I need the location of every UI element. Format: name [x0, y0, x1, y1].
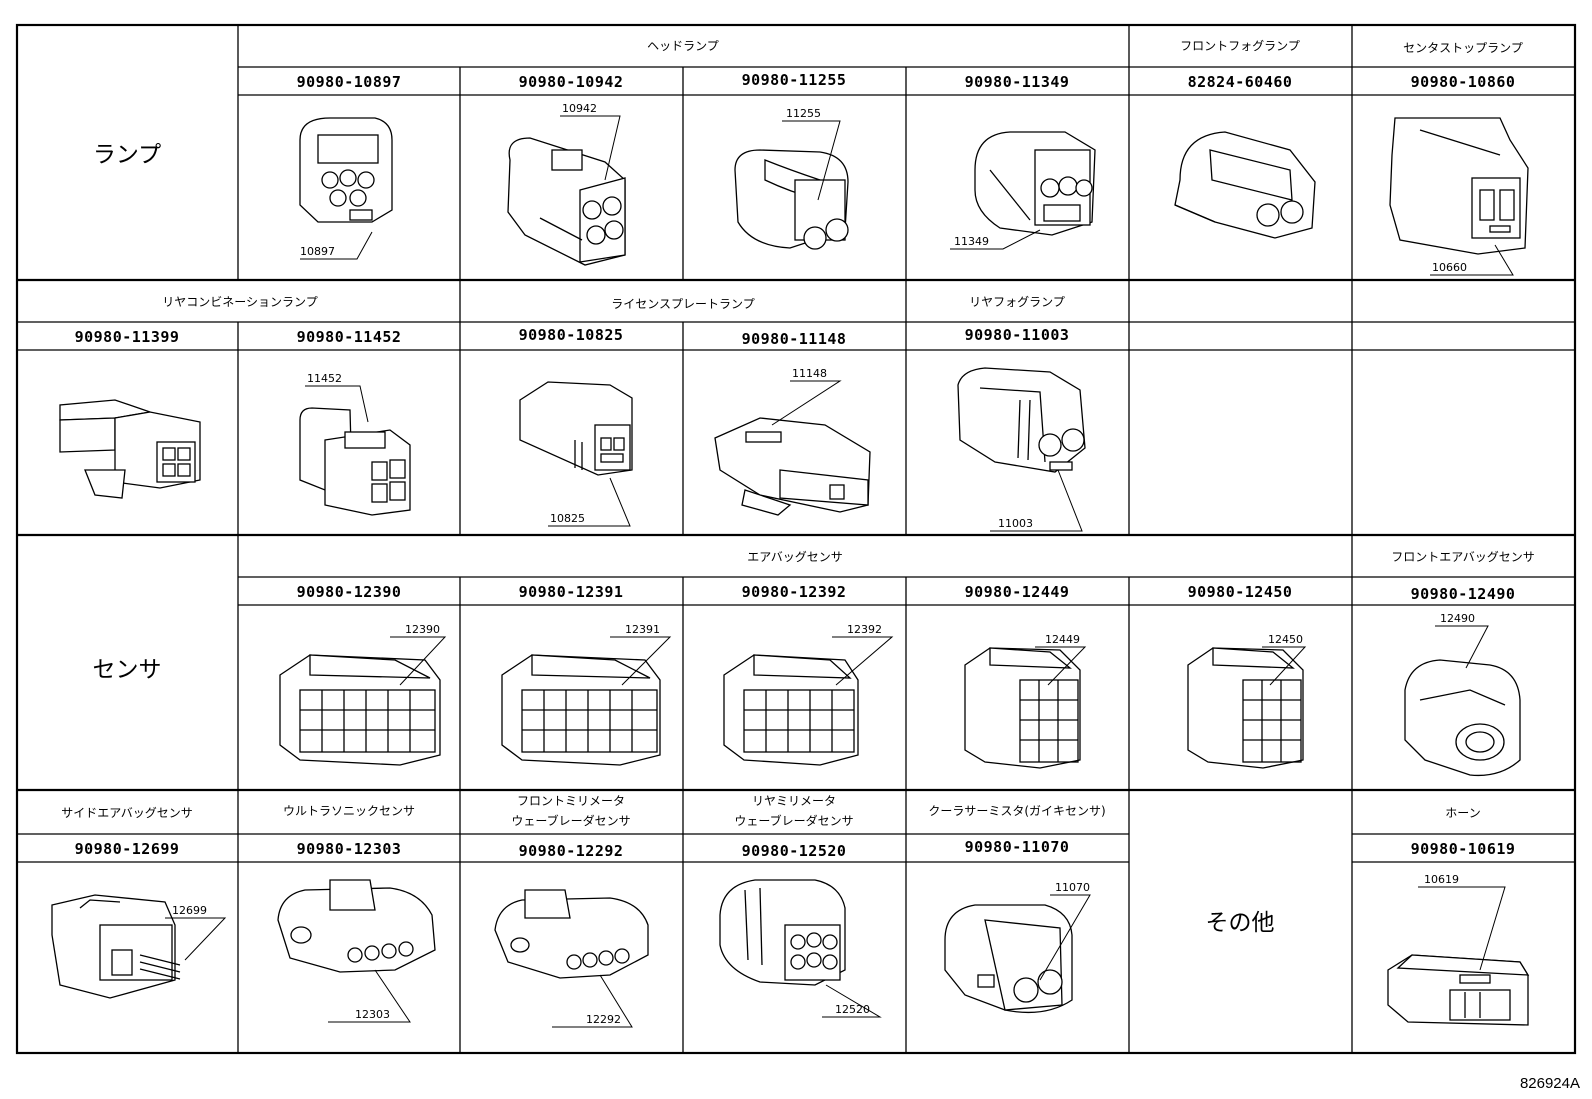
connector-drawing-12450	[1187, 647, 1304, 769]
callout-label: 11452	[307, 372, 342, 385]
callout-label: 10619	[1424, 873, 1459, 886]
part-number: 90980-12490	[1411, 585, 1516, 603]
connector-drawing-12303	[277, 879, 436, 973]
callout-label: 12449	[1045, 633, 1080, 646]
connector-drawing-12520	[719, 879, 846, 986]
callout-label: 10660	[1432, 261, 1467, 274]
group-header-front-airbag-sensor: フロントエアバッグセンサ	[1391, 550, 1535, 564]
group-header-side-airbag-sensor: サイドエアバッグセンサ	[61, 806, 193, 820]
part-number: 90980-12450	[1188, 583, 1293, 601]
part-number: 90980-10825	[519, 326, 624, 344]
grid	[15, 23, 1577, 1055]
part-number: 90980-12449	[965, 583, 1070, 601]
group-header-front-mmwave-line2: ウェーブレーダセンサ	[511, 813, 630, 828]
part-number: 90980-12292	[519, 842, 624, 860]
part-number: 90980-10860	[1411, 73, 1516, 91]
connector-drawing-12391	[501, 654, 661, 766]
part-number: 90980-11070	[965, 838, 1070, 856]
part-number: 90980-11255	[742, 71, 847, 89]
connector-drawing-11399	[59, 399, 201, 499]
group-header-license-plate-lamp: ライセンスプレートランプ	[611, 297, 754, 311]
category-label-other: その他	[1206, 910, 1275, 936]
connector-drawing-11349	[974, 131, 1096, 236]
connector-drawing-12390	[279, 654, 441, 766]
group-header-ultrasonic-sensor: ウルトラソニックセンサ	[283, 804, 415, 818]
connector-drawing-10619	[1387, 954, 1530, 1026]
part-number: 90980-10942	[519, 73, 624, 91]
category-label-sensor: センサ	[93, 657, 162, 683]
category-label-lamp: ランプ	[93, 142, 161, 168]
callout-label: 10897	[300, 245, 335, 258]
group-header-headlamp: ヘッドランプ	[647, 39, 719, 53]
callout-label: 10942	[562, 102, 597, 115]
callout-label: 12490	[1440, 612, 1475, 625]
connector-drawing-10897	[299, 117, 393, 223]
callout-label: 12303	[355, 1008, 390, 1021]
callout-leaders	[165, 115, 1514, 1028]
callout-label: 11349	[954, 235, 989, 248]
callout-label: 11003	[998, 517, 1033, 530]
group-header-front-mmwave-line1: フロントミリメータ	[517, 794, 625, 808]
connector-drawing-11452	[299, 407, 411, 516]
group-header-rear-combination-lamp: リヤコンビネーションランプ	[162, 295, 317, 309]
group-header-center-stop-lamp: センタストップランプ	[1403, 41, 1523, 55]
callout-label: 12699	[172, 904, 207, 917]
callout-label: 11070	[1055, 881, 1090, 894]
connector-drawing-10860	[1389, 117, 1529, 255]
connector-drawing-11070	[944, 904, 1073, 1014]
connector-drawing-12699	[51, 894, 181, 999]
group-header-rear-mmwave-line2: ウェーブレーダセンサ	[734, 813, 853, 828]
part-number: 90980-12392	[742, 583, 847, 601]
callout-label: 12391	[625, 623, 660, 636]
connector-drawing-12449	[964, 647, 1081, 769]
group-header-horn: ホーン	[1445, 806, 1480, 820]
callout-label: 12392	[847, 623, 882, 636]
connector-drawing-12292	[494, 889, 649, 979]
connector-drawing-11255	[734, 149, 849, 250]
connector-drawing-82824-60460	[1174, 131, 1316, 239]
drawing-reference-code: 826924A	[1520, 1075, 1580, 1092]
connector-drawing-12392	[723, 654, 859, 766]
part-number: 90980-11349	[965, 73, 1070, 91]
callout-label: 12450	[1268, 633, 1303, 646]
callout-label: 12390	[405, 623, 440, 636]
connector-drawing-11148	[714, 417, 871, 516]
connector-drawing-11003	[957, 367, 1086, 473]
part-number: 90980-10619	[1411, 840, 1516, 858]
callout-label: 10825	[550, 512, 585, 525]
part-number: 90980-10897	[297, 73, 402, 91]
part-number: 90980-11399	[75, 328, 180, 346]
connector-drawing-10825	[519, 381, 633, 476]
part-number: 90980-12391	[519, 583, 624, 601]
callout-label: 11255	[786, 107, 821, 120]
group-header-rear-mmwave-line1: リヤミリメータ	[752, 794, 836, 808]
connector-drawing-10942	[507, 137, 626, 266]
part-number: 90980-11003	[965, 326, 1070, 344]
part-number: 90980-12390	[297, 583, 402, 601]
part-number: 90980-11148	[742, 330, 847, 348]
part-number: 90980-12699	[75, 840, 180, 858]
group-header-front-fog-lamp: フロントフォグランプ	[1180, 39, 1300, 53]
callout-label: 11148	[792, 367, 827, 380]
group-header-airbag-sensor: エアバッグセンサ	[747, 550, 843, 564]
part-number: 82824-60460	[1188, 73, 1293, 91]
connector-drawing-12490	[1404, 659, 1521, 777]
part-number: 90980-11452	[297, 328, 402, 346]
callout-label: 12520	[835, 1003, 870, 1016]
group-header-rear-fog-lamp: リヤフォグランプ	[969, 295, 1065, 309]
part-number: 90980-12520	[742, 842, 847, 860]
group-header-cooler-thermistor: クーラサーミスタ(ガイキセンサ)	[928, 804, 1105, 818]
callout-label: 12292	[586, 1013, 621, 1026]
part-number: 90980-12303	[297, 840, 402, 858]
